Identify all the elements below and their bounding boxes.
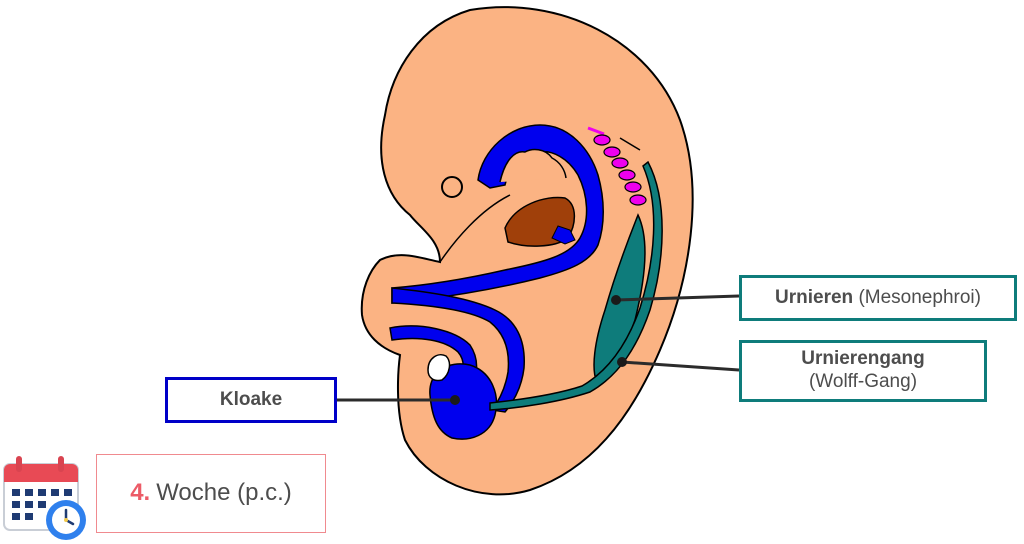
label-urnierengang: Urnierengang (Wolff-Gang) — [739, 340, 987, 402]
cloacal-membrane — [427, 354, 451, 382]
week-label: 4. Woche (p.c.) — [96, 454, 326, 533]
label-urnierengang-rest: (Wolff-Gang) — [808, 371, 918, 392]
wolffian-duct — [489, 160, 663, 411]
week-text: Woche (p.c.) — [156, 479, 292, 507]
pharyngeal-pouches — [499, 148, 567, 183]
leader-urnieren — [615, 294, 740, 302]
calendar-clock-icon — [3, 456, 86, 540]
label-urnieren: Urnieren (Mesonephroi) — [739, 275, 1017, 321]
leader-urnierengang — [621, 360, 740, 372]
label-urnieren-rest: (Mesonephroi) — [858, 286, 981, 308]
heart-vessel — [551, 225, 576, 245]
week-number: 4. — [130, 479, 151, 507]
head-notch — [439, 194, 511, 263]
label-kloake-text: Kloake — [219, 388, 283, 410]
somites — [587, 126, 647, 206]
label-urnieren-bold: Urnieren — [775, 286, 854, 308]
label-kloake: Kloake — [165, 377, 337, 423]
optic-vesicle — [441, 176, 463, 198]
midgut — [391, 287, 525, 413]
label-urnierengang-bold: Urnierengang — [801, 348, 925, 370]
